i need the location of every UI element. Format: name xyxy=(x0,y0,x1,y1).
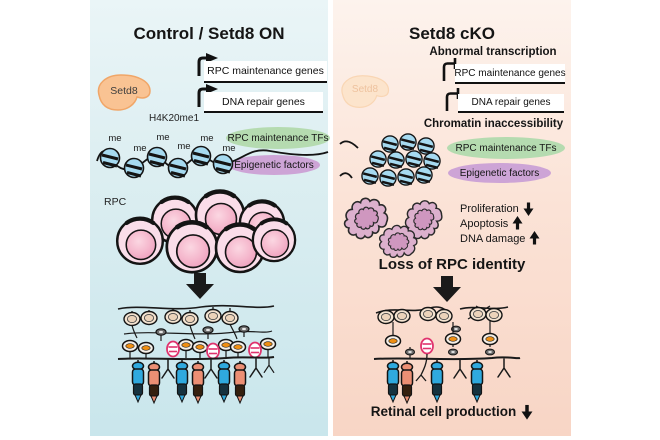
up-arrow-icon xyxy=(511,214,525,232)
chromatin-inaccessibility-label: Chromatin inaccessibility xyxy=(423,118,564,130)
setd8-blob-shape xyxy=(97,74,151,111)
control-panel-title: Control / Setd8 ON xyxy=(133,24,285,44)
retina-illustration-sparse xyxy=(373,305,521,404)
me-tag: me xyxy=(177,141,190,152)
rpc-label: RPC xyxy=(104,196,127,208)
setd8-label: Setd8 xyxy=(351,84,379,95)
dying-rpc-cells-illustration xyxy=(341,194,448,268)
me-tag: me xyxy=(222,143,235,154)
gene-box-rpc-maintenance: RPC maintenance genes xyxy=(204,61,327,83)
down-arrow-icon xyxy=(521,200,535,218)
gene-box-rpc-maintenance: RPC maintenance genes xyxy=(454,64,566,84)
outcome-apoptosis: Apoptosis xyxy=(460,214,540,232)
down-arrow-icon xyxy=(433,276,461,302)
down-arrow-icon xyxy=(186,273,214,299)
outcome-dna-damage: DNA damage xyxy=(460,229,542,247)
up-arrow-icon xyxy=(528,229,542,247)
me-tag: me xyxy=(156,132,169,143)
epigenetic-factors-ellipse: Epigenetic factors xyxy=(228,155,320,175)
rpc-cell-cluster-illustration xyxy=(110,192,298,277)
cko-panel-title: Setd8 cKO xyxy=(409,24,495,44)
panel-setd8-cko: Setd8 cKO Abnormal transcription RPC mai… xyxy=(333,0,571,436)
panel-control: Control / Setd8 ON Setd8 RPC maintenance… xyxy=(90,0,330,436)
gene-box-dna-repair: DNA repair genes xyxy=(204,92,323,113)
down-arrow-icon xyxy=(520,403,535,422)
outcome-proliferation: Proliferation xyxy=(460,200,540,218)
transcription-on-arrow-icon xyxy=(197,84,218,107)
epigenetic-factors-ellipse: Epigenetic factors xyxy=(448,163,551,183)
retinal-cell-production-row: Retinal cell production xyxy=(333,403,571,422)
setd8-protein-faded: Setd8 xyxy=(337,72,393,112)
outcome-label: DNA damage xyxy=(460,232,526,245)
gene-box-dna-repair: DNA repair genes xyxy=(458,94,564,113)
transcription-on-arrow-icon xyxy=(197,53,218,76)
h4k20me1-label: H4K20me1 xyxy=(148,113,200,124)
retinal-cell-production-label: Retinal cell production xyxy=(370,404,517,419)
open-chromatin-illustration: me me me me me me xyxy=(96,132,329,179)
outcome-list: Proliferation Apoptosis DNA damage xyxy=(460,200,542,247)
outcome-label: Proliferation xyxy=(460,202,519,215)
me-tag: me xyxy=(133,143,146,154)
retina-illustration-full xyxy=(117,304,277,404)
setd8-blob-shape xyxy=(341,75,390,108)
outcome-label: Apoptosis xyxy=(460,217,509,230)
me-tag: me xyxy=(200,133,213,144)
compact-chromatin-illustration xyxy=(339,132,442,188)
setd8-protein: Setd8 xyxy=(93,72,155,114)
me-tag: me xyxy=(108,133,121,144)
rpc-maintenance-tfs-ellipse: RPC maintenance TFs xyxy=(226,127,330,149)
abnormal-transcription-label: Abnormal transcription xyxy=(429,46,557,58)
loss-of-rpc-identity-heading: Loss of RPC identity xyxy=(378,256,526,273)
setd8-label: Setd8 xyxy=(110,85,138,97)
rpc-maintenance-tfs-ellipse: RPC maintenance TFs xyxy=(447,137,565,159)
